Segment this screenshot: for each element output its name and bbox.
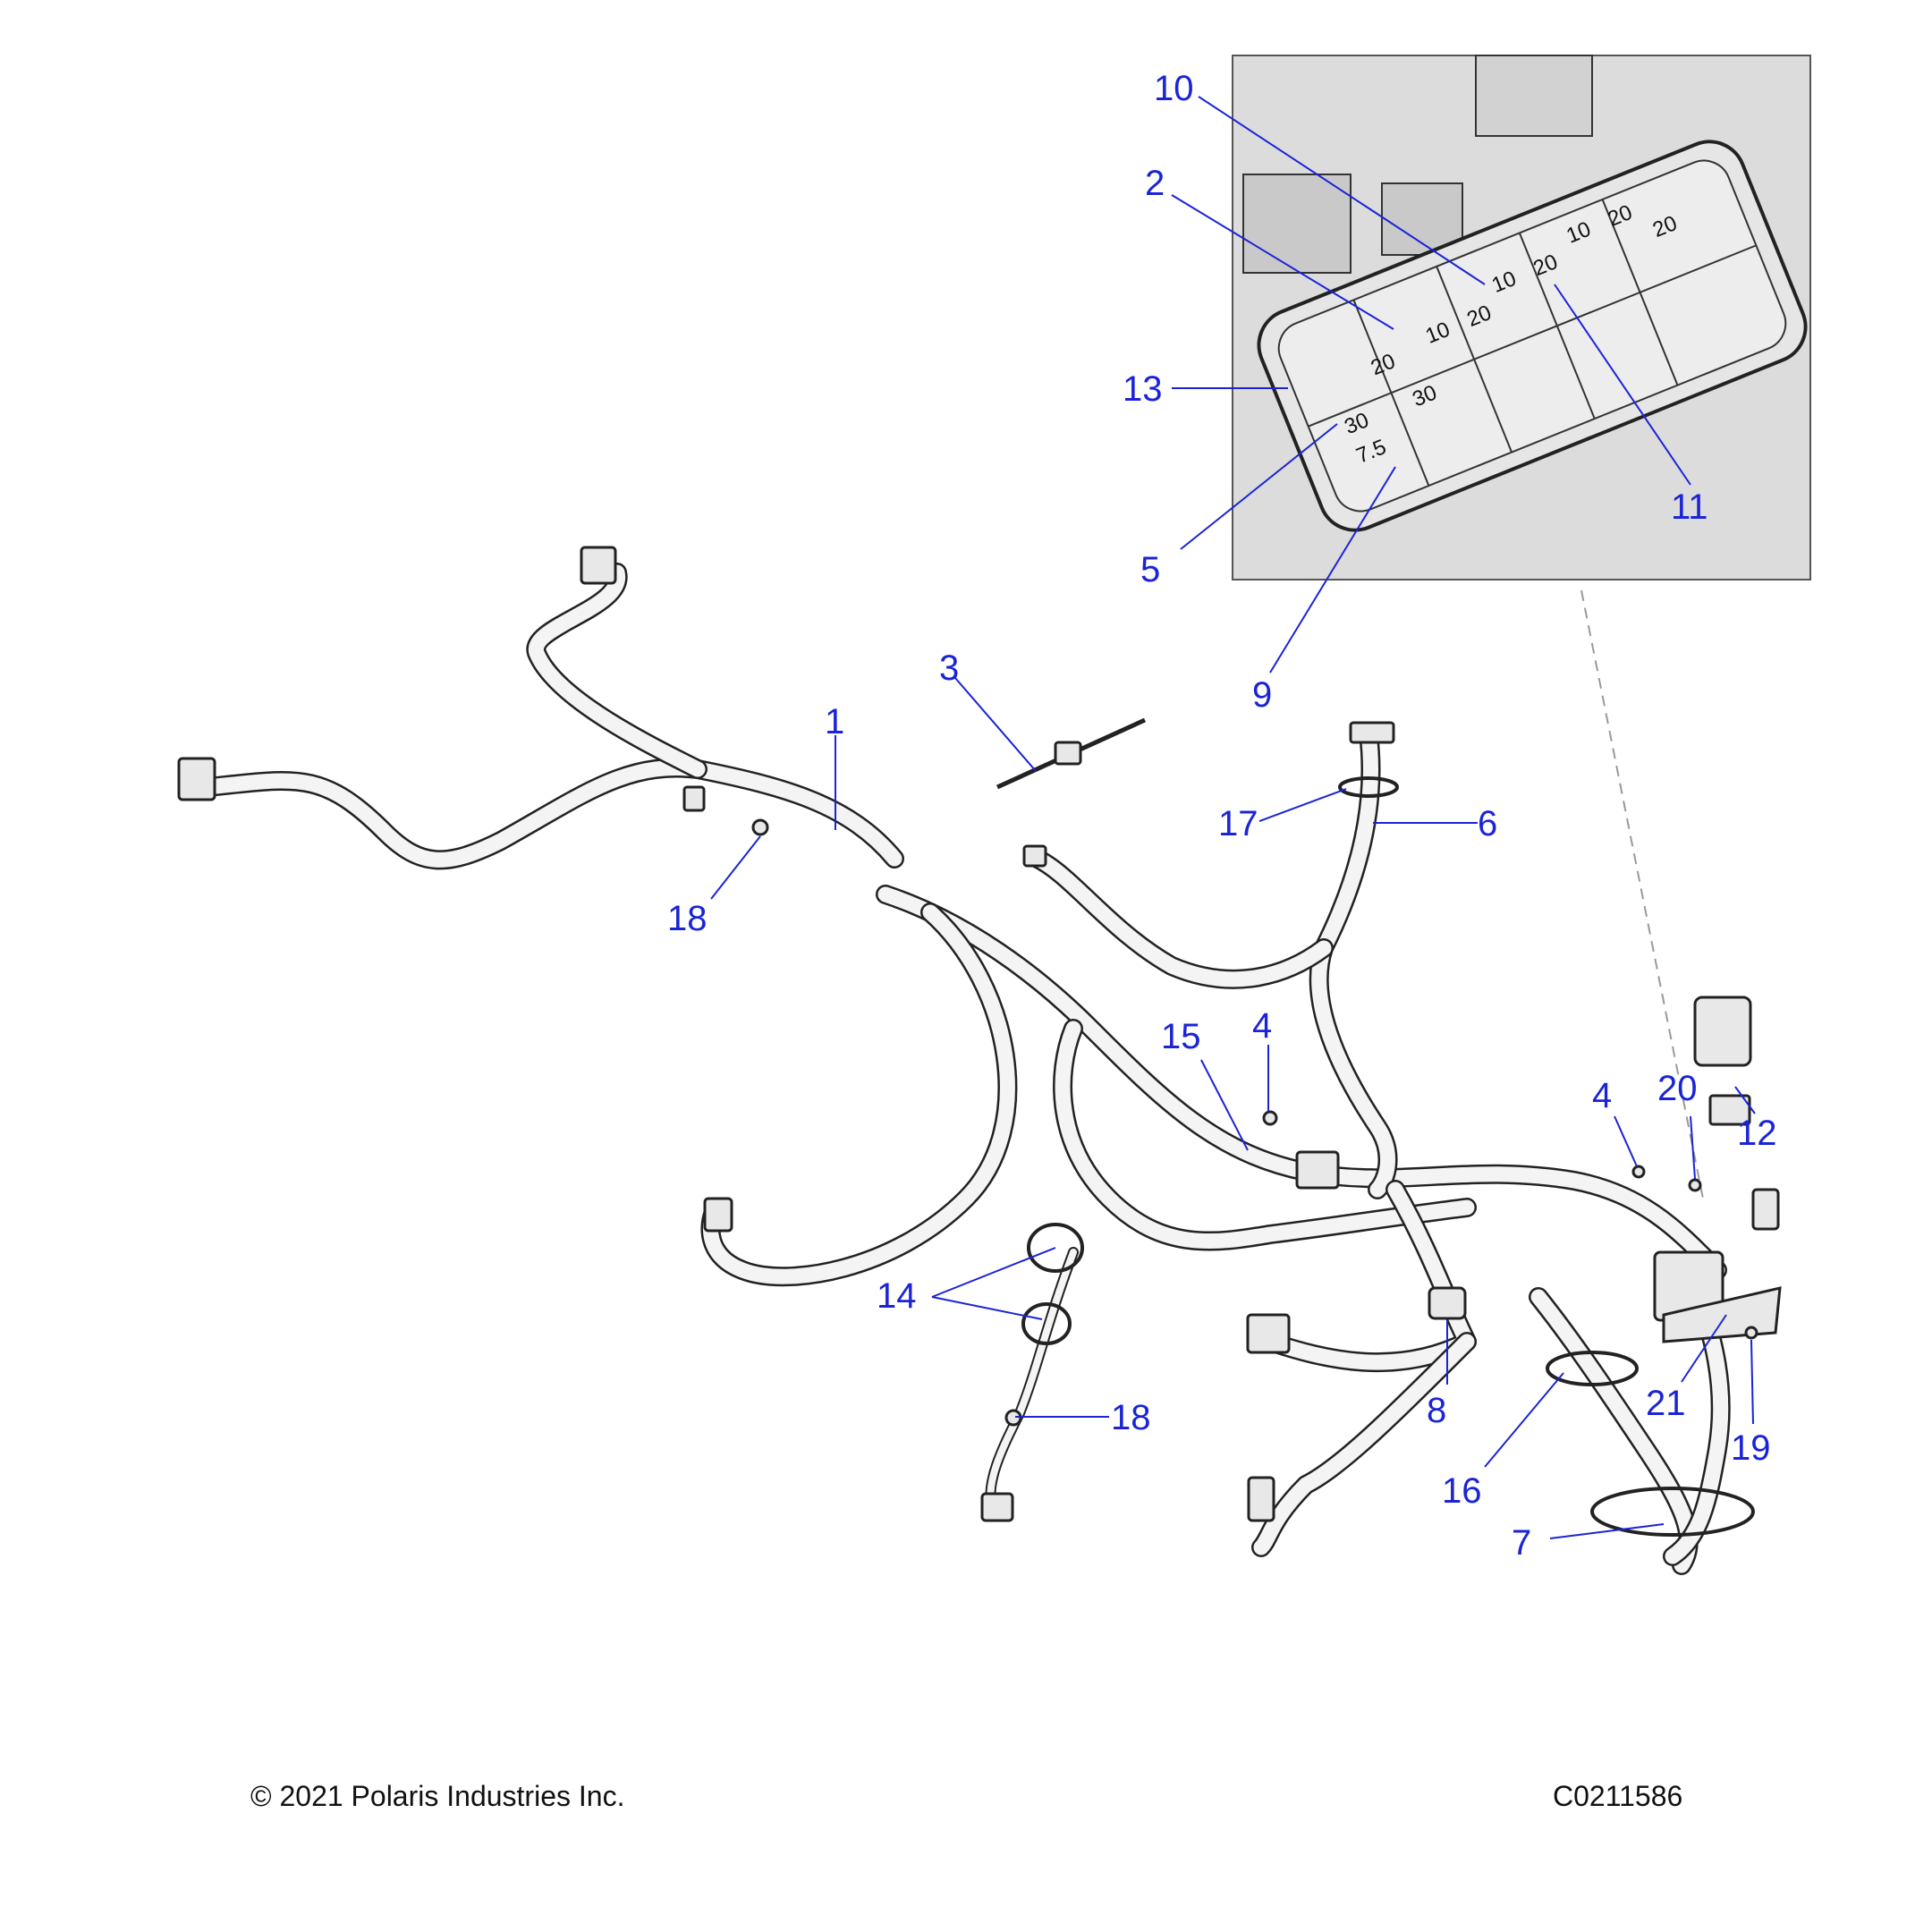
- inset-cable-bundle: [1475, 55, 1593, 137]
- callout-label: 21: [1646, 1384, 1686, 1423]
- callout-label: 1: [825, 702, 844, 741]
- leader-lines: [710, 96, 1756, 1539]
- copyright-notice: © 2021 Polaris Industries Inc.: [250, 1780, 625, 1812]
- callout-label: 11: [1671, 487, 1708, 527]
- cable-tie-loop-16: [1546, 1351, 1639, 1386]
- connector-central: [1295, 1150, 1340, 1190]
- cable-tie-loop-14b: [1021, 1302, 1072, 1345]
- harness-branch-to-top-connector: [1028, 849, 1334, 989]
- callout-label: 6: [1478, 804, 1497, 843]
- callout-label: 8: [1427, 1391, 1446, 1430]
- callout-label: 14: [877, 1276, 917, 1316]
- callout-label: 19: [1731, 1428, 1771, 1468]
- push-pin-4b: [1631, 1165, 1646, 1179]
- connector-item-8: [1428, 1286, 1467, 1320]
- connector-lower-left: [703, 1197, 733, 1233]
- harness-upper-branch: [526, 563, 708, 779]
- connector-inline-1: [682, 785, 706, 812]
- connector-sensor-end: [980, 1492, 1014, 1522]
- drawing-number: C0211586: [1553, 1780, 1683, 1812]
- push-pin-20: [1688, 1178, 1702, 1192]
- callout-label: 7: [1512, 1523, 1531, 1563]
- callout-label: 9: [1252, 675, 1272, 715]
- callout-label: 17: [1218, 804, 1258, 843]
- callout-labels: 10 2 13 5 9 11 3 1 18 17 6 15 4 4 20 12 …: [667, 69, 1777, 1563]
- push-pin-18-upper: [751, 818, 769, 836]
- callout-label: 18: [1111, 1398, 1151, 1437]
- connectors: [177, 546, 1782, 1537]
- callout-label: 16: [1442, 1471, 1482, 1511]
- connector-lower-bottom: [1247, 1476, 1275, 1522]
- callout-label: 15: [1161, 1017, 1201, 1056]
- callout-label: 18: [667, 899, 708, 938]
- cable-tie-loop-14a: [1027, 1223, 1084, 1273]
- callout-label: 4: [1592, 1076, 1612, 1115]
- push-pin-19: [1744, 1326, 1758, 1340]
- connector-right-side: [1751, 1188, 1780, 1231]
- cable-tie-loop-7: [1590, 1487, 1755, 1537]
- connector-top-end: [580, 546, 617, 585]
- fuse-box-cover: [1693, 996, 1752, 1067]
- callout-label: 12: [1737, 1114, 1777, 1153]
- callout-label: 20: [1657, 1069, 1698, 1108]
- fuse-slot-grid: [1308, 199, 1757, 487]
- connector-left-end: [177, 757, 216, 801]
- callout-label: 5: [1140, 550, 1160, 589]
- push-pin-4a: [1262, 1110, 1278, 1126]
- callout-label: 10: [1154, 69, 1194, 108]
- fuse-box-inset: 10 20 10 20 10 20 20 20 30 30 7.5: [1232, 55, 1811, 580]
- callout-label: 3: [939, 648, 959, 688]
- callout-label: 4: [1252, 1006, 1272, 1046]
- harness-lower-left-loop: [700, 902, 1018, 1287]
- connector-top-6: [1349, 721, 1395, 744]
- callout-label: 2: [1145, 164, 1165, 203]
- inset-projection-line: [1580, 589, 1705, 1204]
- fuse-strip: [1708, 1094, 1751, 1126]
- callout-label: 13: [1123, 369, 1163, 409]
- cable-tie-loop-17: [1338, 776, 1399, 798]
- connector-lower-mid: [1246, 1313, 1291, 1354]
- cable-tie-clip: [1054, 741, 1082, 766]
- connector-upper-mid: [1022, 844, 1047, 868]
- inset-connector-left: [1242, 174, 1352, 274]
- main-harness: [198, 563, 1731, 1575]
